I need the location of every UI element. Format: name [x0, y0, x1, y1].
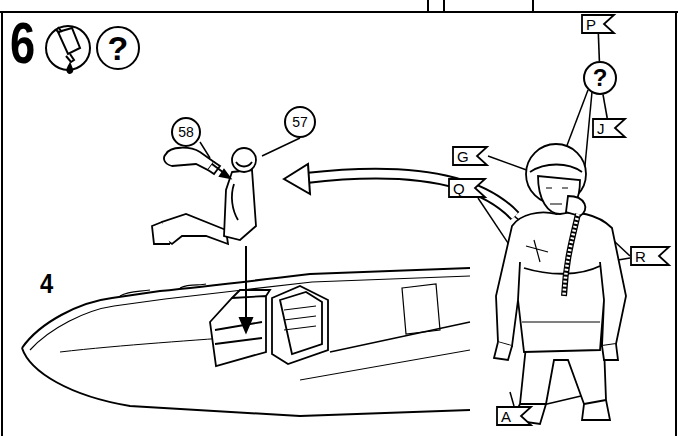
glue-icon-stroke — [66, 54, 74, 62]
standing-pilot-stroke — [564, 214, 578, 296]
callout-number: 58 — [171, 117, 201, 147]
circle-outline — [172, 118, 200, 146]
callout-number: 57 — [284, 106, 316, 138]
tag-outline — [631, 247, 669, 265]
tag-outline — [582, 15, 614, 33]
part-number: 4 — [40, 270, 53, 298]
standing-pilot-stroke — [566, 196, 585, 216]
leader-lines-stroke — [488, 156, 532, 172]
circle-outline — [584, 62, 616, 94]
seated-pilot-stroke — [232, 148, 256, 172]
color-code-tag-text: J — [597, 121, 605, 136]
standing-pilot-stroke — [524, 266, 600, 274]
panel-frame-stroke — [2, 12, 676, 436]
query-symbol: ? — [96, 26, 140, 70]
seated-pilot-stroke — [236, 162, 252, 167]
seated-pilot — [152, 148, 256, 244]
step-number: 6 — [10, 14, 35, 72]
color-code-tag-text: Q — [453, 181, 465, 196]
leader-lines-stroke — [510, 392, 514, 406]
leader-lines-stroke — [566, 90, 588, 148]
cockpit-tub-stroke — [284, 306, 316, 330]
seated-pilot-stroke — [232, 184, 238, 220]
fuselage-half-stroke — [402, 284, 440, 334]
connector-line — [598, 34, 599, 61]
tag-outline — [453, 147, 487, 165]
query-symbol-text: ? — [108, 31, 129, 65]
cockpit-tub-stroke — [280, 292, 322, 354]
fuselage-half-stroke — [330, 322, 470, 352]
cockpit-tub-stroke — [232, 290, 270, 298]
glue-icon — [46, 26, 90, 73]
color-code-tag: Q — [448, 178, 486, 198]
color-code-tag-text: G — [457, 149, 469, 164]
panel-frame-stroke — [428, 0, 444, 12]
glue-icon-stroke — [56, 27, 62, 33]
color-code-tag-text: A — [501, 409, 511, 424]
cockpit-tub-stroke — [210, 296, 266, 366]
color-code-tag: P — [581, 14, 615, 34]
fuselage-half-stroke — [300, 350, 470, 380]
callout-number-text: 58 — [178, 125, 194, 139]
seated-pilot-stroke — [224, 170, 256, 240]
panel-frame-stroke — [532, 0, 534, 12]
query-symbol-text: ? — [593, 66, 608, 90]
query-symbol: ? — [583, 61, 617, 95]
color-code-tag-text: R — [635, 249, 646, 264]
tag-outline — [449, 179, 485, 197]
cockpit-tub — [210, 286, 328, 366]
seated-pilot-stroke — [152, 222, 170, 244]
leader-lines-stroke — [200, 142, 210, 158]
standing-pilot-stroke — [526, 240, 548, 262]
cockpit-tub-stroke — [272, 286, 328, 364]
assembly-arrows-stroke — [240, 318, 252, 332]
hollow-arrow-stroke — [306, 174, 515, 216]
cockpit-tub-stroke — [215, 322, 262, 344]
standing-pilot-stroke — [518, 262, 604, 300]
circle-outline — [97, 27, 139, 69]
seated-pilot-stroke — [160, 214, 228, 244]
assembly-arrows — [212, 164, 252, 332]
standing-pilot-stroke — [564, 214, 578, 296]
arm-part — [164, 148, 220, 174]
standing-pilot-stroke — [512, 346, 610, 424]
glue-icon-stroke — [46, 26, 90, 70]
leader-lines-stroke — [262, 138, 300, 156]
color-code-tag: J — [592, 118, 626, 138]
standing-pilot-stroke — [494, 342, 512, 360]
standing-pilot-stroke — [602, 344, 618, 360]
standing-pilot — [494, 144, 626, 424]
hollow-arrow — [284, 164, 515, 216]
standing-pilot-stroke — [546, 188, 568, 204]
fuselage-half-stroke — [120, 284, 206, 296]
color-code-tag: G — [452, 146, 488, 166]
assembly-arrows-stroke — [220, 170, 230, 178]
tag-outline — [593, 119, 625, 137]
standing-pilot-stroke — [530, 165, 582, 173]
standing-pilot-stroke — [496, 213, 626, 353]
connector-line — [603, 95, 607, 118]
color-code-tag-text: P — [586, 17, 596, 32]
callout-number-text: 57 — [292, 115, 308, 129]
panel-frame-stroke — [0, 11, 678, 13]
color-code-tag: A — [496, 406, 532, 426]
standing-pilot-stroke — [520, 400, 606, 404]
color-code-tag: R — [630, 246, 670, 266]
tag-outline — [497, 407, 531, 425]
standing-pilot-stroke — [522, 321, 600, 322]
hollow-arrow-stroke — [306, 174, 515, 216]
hollow-arrow-stroke — [284, 164, 310, 194]
glue-icon-stroke — [67, 64, 72, 73]
circle-outline — [285, 107, 315, 137]
leader-lines-stroke — [584, 92, 592, 176]
assembly-arrows-stroke — [245, 246, 247, 322]
